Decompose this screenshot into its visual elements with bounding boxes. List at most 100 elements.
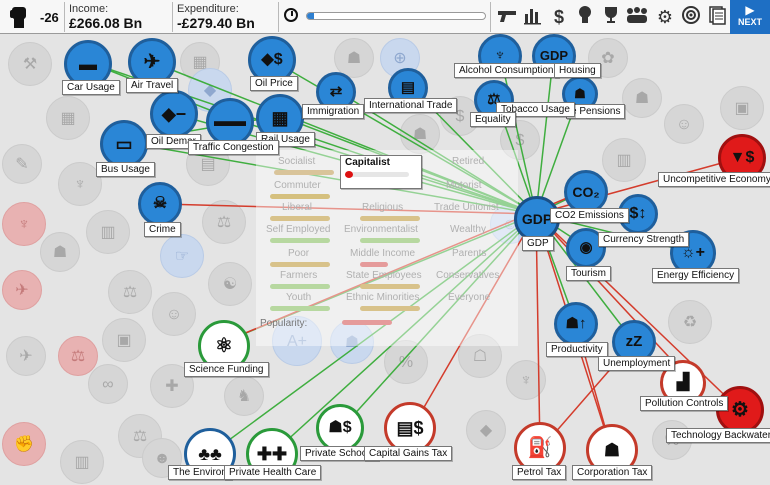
gears-icon: ⚙: [731, 399, 749, 421]
policy-bubble[interactable]: ▣: [102, 318, 146, 362]
dollar-icon[interactable]: $: [553, 7, 564, 27]
divider: [64, 2, 65, 32]
productivity-node[interactable]: ☗↑: [554, 302, 598, 346]
group-state-employees[interactable]: State Employees: [346, 270, 422, 281]
policy-bubble[interactable]: ☺: [152, 292, 196, 336]
police-icon: ☗: [52, 244, 68, 261]
group-middle-income[interactable]: Middle Income: [350, 248, 416, 259]
policy-bubble[interactable]: ♆: [58, 162, 102, 206]
play-icon: ▶: [745, 3, 755, 17]
income-value[interactable]: £266.08 Bn: [69, 15, 143, 31]
group-socialist[interactable]: Socialist: [278, 156, 316, 167]
policy-bubble[interactable]: ☖: [458, 334, 502, 378]
policy-bubble[interactable]: ♞: [224, 376, 264, 416]
trees-icon: ♣♣: [198, 444, 222, 464]
group-religious[interactable]: Religious: [362, 202, 404, 213]
international-trade-label: International Trade: [364, 98, 458, 113]
traffic-congestion-node[interactable]: ▬▬: [206, 98, 254, 146]
court-icon: ⚖: [122, 284, 138, 301]
people-icon: ☺: [675, 116, 693, 133]
situation-bubble[interactable]: ✈: [2, 270, 42, 310]
policy-bubble[interactable]: ▦: [46, 96, 90, 140]
cow-icon: ♞: [236, 388, 252, 405]
oil-demand-node[interactable]: ◆−: [150, 90, 198, 138]
group-retired[interactable]: Retired: [452, 156, 485, 167]
people-icon[interactable]: [624, 4, 650, 30]
approval-rating[interactable]: -26: [4, 4, 64, 30]
policy-bubble[interactable]: ☞: [160, 234, 204, 278]
expenditure-value[interactable]: -£279.40 Bn: [177, 15, 255, 31]
policy-bubble[interactable]: ▣: [720, 86, 764, 130]
trophy-icon[interactable]: [598, 4, 624, 30]
wine-icon: ♆: [18, 216, 30, 233]
lightbulb-icon[interactable]: [572, 4, 598, 30]
policy-bubble[interactable]: ⚖: [118, 414, 162, 458]
situation-bubble[interactable]: ♆: [2, 202, 46, 246]
vault-icon: ▣: [734, 100, 750, 117]
gun-icon[interactable]: [494, 4, 520, 30]
situation-bubble[interactable]: ✊: [2, 422, 46, 466]
policy-bubble[interactable]: ☗: [40, 232, 80, 272]
policy-bubble[interactable]: ◆: [466, 410, 506, 450]
group-self-employed[interactable]: Self Employed: [266, 224, 331, 235]
elderly-icon: ☗: [574, 86, 586, 101]
co2-emissions-node[interactable]: CO₂: [564, 170, 608, 214]
private-schools-node[interactable]: ☗$: [316, 404, 364, 452]
group-ethnic-minorities[interactable]: Ethnic Minorities: [346, 292, 420, 303]
policy-bubble[interactable]: ✎: [2, 144, 42, 184]
policy-bubble[interactable]: ♻: [668, 300, 712, 344]
group-commuter[interactable]: Commuter: [274, 180, 321, 191]
policy-bubble[interactable]: ☺: [664, 104, 704, 144]
group-trade-unionist[interactable]: Trade Unionist: [434, 202, 499, 213]
policy-bubble[interactable]: ☗: [622, 78, 662, 118]
chart-icon[interactable]: [520, 4, 546, 30]
group-liberal[interactable]: Liberal: [282, 202, 313, 213]
group-bar: [360, 262, 388, 267]
popularity-bar: [342, 320, 392, 325]
corporation-tax-label: Corporation Tax: [572, 465, 653, 480]
policy-bubble[interactable]: A+: [272, 316, 322, 366]
bulb-plus-icon: ☼+: [680, 244, 705, 261]
policy-bubble[interactable]: ⚒: [8, 42, 52, 86]
policy-bubble[interactable]: ▥: [602, 138, 646, 182]
policy-bubble[interactable]: ∞: [88, 364, 128, 404]
money-icon: $: [455, 108, 465, 125]
policy-bubble[interactable]: ⚖: [108, 270, 152, 314]
group-everyone[interactable]: Everyone: [448, 292, 491, 303]
group-parents[interactable]: Parents: [452, 248, 487, 259]
hierarchy-icon: ☖: [472, 348, 488, 365]
group-bar: [360, 238, 420, 243]
capitalist-group-tooltip[interactable]: Capitalist: [340, 155, 422, 189]
policy-bubble[interactable]: ☗: [334, 38, 374, 78]
policy-bubble[interactable]: %: [384, 340, 428, 384]
group-environmentalist[interactable]: Environmentalist: [344, 224, 418, 235]
crime-node[interactable]: ☠: [138, 182, 182, 226]
health-cross-icon: ✚: [165, 378, 179, 395]
car-usage-label: Car Usage: [62, 80, 120, 95]
policy-bubble[interactable]: ☯: [208, 262, 252, 306]
situation-bubble[interactable]: ⚖: [58, 336, 98, 376]
policy-bubble[interactable]: ✿: [588, 38, 628, 78]
next-turn-button[interactable]: ▶ NEXT: [730, 0, 770, 34]
ship-icon: ▤: [400, 79, 416, 96]
group-motorist[interactable]: Motorist: [446, 180, 482, 191]
group-farmers[interactable]: Farmers: [280, 270, 318, 281]
policy-bubble[interactable]: ✈: [6, 336, 46, 376]
percent-icon: %: [398, 354, 414, 371]
policy-bubble[interactable]: ▥: [86, 210, 130, 254]
group-youth[interactable]: Youth: [286, 292, 312, 303]
bus-usage-node[interactable]: ▭: [100, 120, 148, 168]
group-wealthy[interactable]: Wealthy: [450, 224, 486, 235]
group-conservatives[interactable]: Conservatives: [436, 270, 500, 281]
gear-icon[interactable]: ⚙: [656, 7, 674, 27]
documents-icon[interactable]: [704, 4, 730, 30]
policy-bubble[interactable]: ☗: [400, 114, 440, 154]
pregnant-icon: ☻: [153, 450, 171, 467]
policy-bubble[interactable]: ⚖: [202, 200, 246, 244]
group-poor[interactable]: Poor: [288, 248, 310, 259]
policy-bubble[interactable]: ▥: [60, 440, 104, 484]
tourism-label: Tourism: [566, 266, 612, 281]
petrol-tax-label: Petrol Tax: [512, 465, 567, 480]
target-icon[interactable]: [678, 4, 704, 30]
handshake-icon: ☞: [174, 248, 190, 265]
